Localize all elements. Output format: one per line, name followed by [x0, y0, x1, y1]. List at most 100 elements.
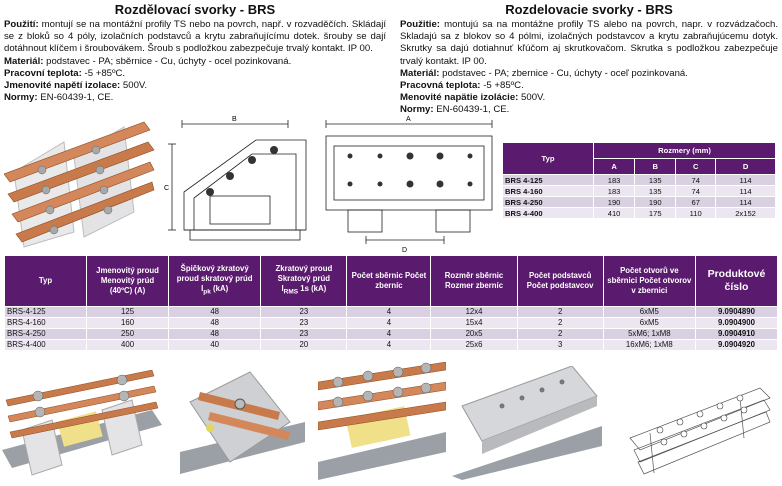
cell-bases: 2: [516, 317, 604, 329]
cell-size: 12x4: [430, 306, 518, 318]
dims-cell-d: 114: [715, 174, 776, 186]
dims-header-group: Rozmery (mm): [593, 142, 776, 159]
cell-bases: 3: [516, 339, 604, 351]
cell-peak: 40: [168, 339, 262, 351]
dims-cell-b: 190: [634, 196, 677, 208]
cz-material: Materiál: podstavec - PA; sběrnice - Cu,…: [4, 56, 386, 68]
photo-detail-base: [180, 371, 305, 474]
sk-temp-text: -5 +85ºC.: [483, 80, 524, 92]
cell-holes: 6xM5: [602, 306, 696, 318]
dims-header-type: Typ: [502, 142, 594, 175]
cell-code: 9.0904910: [694, 328, 779, 340]
sk-material-text: podstavec - PA; zbernice - Cu, úchyty - …: [442, 67, 688, 79]
sk-use: Použitie: montujú sa na montážne profily…: [400, 19, 778, 68]
dims-cell-a: 183: [592, 174, 636, 186]
sk-norms-text: EN-60439-1, CE.: [436, 104, 510, 116]
cz-voltage-label: Jmenovité napětí izolace:: [4, 80, 121, 92]
cz-norms: Normy: EN-60439-1, CE.: [4, 92, 386, 104]
sk-voltage-text: 500V.: [521, 92, 546, 104]
cell-bases: 2: [516, 306, 604, 318]
header-peak-symbol: I: [201, 284, 204, 294]
dims-cell-a: 183: [592, 185, 636, 197]
sk-norms: Normy: EN-60439-1, CE.: [400, 104, 778, 116]
header-bars: Počet sběrnic Počet zberníc: [346, 255, 432, 307]
dims-cell-type: BRS 4-125: [502, 174, 594, 186]
cz-material-label: Materiál:: [4, 55, 44, 67]
header-short-symbol: I: [281, 284, 284, 294]
cell-short: 23: [260, 317, 348, 329]
cell-code: 9.0904920: [694, 339, 779, 351]
photo-assembled-closeup: [318, 362, 446, 480]
cz-description: Rozdělovací svorky - BRS Použití: montuj…: [4, 2, 386, 104]
cell-size: 15x4: [430, 317, 518, 329]
cell-current: 125: [86, 306, 170, 318]
side-drawing: B C: [164, 116, 307, 241]
dims-cell-c: 74: [675, 174, 717, 186]
header-peak-sub: pk: [203, 288, 211, 296]
photo-line-drawing: [629, 387, 771, 475]
sk-description: Rozdelovacie svorky - BRS Použitie: mont…: [400, 2, 778, 117]
header-holes: Počet otvorů ve sběrnici Počet otvorov v…: [602, 255, 696, 307]
dims-row: BRS 4-125 183 135 74 114: [502, 174, 776, 186]
sk-material-label: Materiál:: [400, 67, 440, 79]
sk-norms-label: Normy:: [400, 104, 434, 116]
dims-cell-d: 114: [715, 185, 776, 197]
cell-size: 25x6: [430, 339, 518, 351]
sk-temp: Pracovná teplota: -5 +85ºC.: [400, 80, 778, 92]
header-peak-text: Špičkový zkratový proud skratový prúd: [176, 264, 253, 284]
header-current: Jmenovitý proud Menovitý prúd (40ºC) (A): [86, 255, 170, 307]
dims-cell-a: 410: [592, 207, 636, 219]
cell-holes: 6xM5: [602, 317, 696, 329]
sk-temp-label: Pracovná teplota:: [400, 80, 481, 92]
cell-type: BRS-4-250: [3, 328, 88, 340]
dims-col-b: B: [634, 158, 677, 175]
dims-row: BRS 4-250 190 190 67 114: [502, 196, 776, 208]
header-bases: Počet podstavců Počet podstavcov: [516, 255, 604, 307]
dims-cell-type: BRS 4-400: [502, 207, 594, 219]
cell-code: 9.0904890: [694, 306, 779, 318]
header-short-text: Zkratový proud Skratový prúd: [275, 264, 333, 284]
cz-use-label: Použití:: [4, 19, 39, 30]
cell-current: 250: [86, 328, 170, 340]
dims-cell-c: 74: [675, 185, 717, 197]
cell-bars: 4: [346, 306, 432, 318]
dims-cell-type: BRS 4-250: [502, 196, 594, 208]
cell-short: 23: [260, 306, 348, 318]
cz-temp: Pracovní teplota: -5 +85ºC.: [4, 68, 386, 80]
cz-title: Rozdělovací svorky - BRS: [114, 2, 276, 17]
dims-col-a: A: [592, 158, 636, 175]
cell-current: 400: [86, 339, 170, 351]
cell-holes: 16xM6; 1xM8: [602, 339, 696, 351]
cz-norms-text: EN-60439-1, CE.: [40, 92, 114, 104]
label-c: C: [164, 185, 169, 192]
header-size: Rozměr sběrnic Rozmer zberníc: [430, 255, 518, 307]
product-photo-assembled: [4, 121, 155, 248]
cell-peak: 48: [168, 328, 262, 340]
cz-temp-text: -5 +85ºC.: [84, 67, 126, 79]
table-row: BRS-4-125 125 48 23 4 12x4 2 6xM5 9.0904…: [3, 306, 779, 318]
cell-type: BRS-4-160: [3, 317, 88, 329]
label-d: D: [402, 247, 407, 254]
dimensions-table: Typ Rozmery (mm) A B C D BRS 4-125 183 1…: [502, 142, 776, 219]
dims-cell-c: 110: [675, 207, 717, 219]
cell-size: 20x5: [430, 328, 518, 340]
sk-voltage: Menovité napätie izolácie: 500V.: [400, 92, 778, 104]
cell-current: 160: [86, 317, 170, 329]
cell-short: 23: [260, 328, 348, 340]
sk-voltage-label: Menovité napätie izolácie:: [400, 92, 519, 104]
header-code: Produktové číslo: [694, 255, 779, 307]
cell-peak: 48: [168, 306, 262, 318]
table-row: BRS-4-160 160 48 23 4 15x4 2 6xM5 9.0904…: [3, 317, 779, 329]
table-row: BRS-4-400 400 40 20 4 25x6 3 16xM6; 1xM8…: [3, 339, 779, 351]
header-short-sub: RMS: [283, 288, 299, 296]
sk-use-label: Použitie:: [400, 19, 440, 30]
dims-col-c: C: [675, 158, 717, 175]
table-row: BRS-4-250 250 48 23 4 20x5 2 5xM6; 1xM8 …: [3, 328, 779, 340]
cell-type: BRS-4-400: [3, 339, 88, 351]
dims-cell-b: 175: [634, 207, 677, 219]
header-type: Typ: [3, 255, 88, 307]
cell-code: 9.0904900: [694, 317, 779, 329]
dims-cell-c: 67: [675, 196, 717, 208]
